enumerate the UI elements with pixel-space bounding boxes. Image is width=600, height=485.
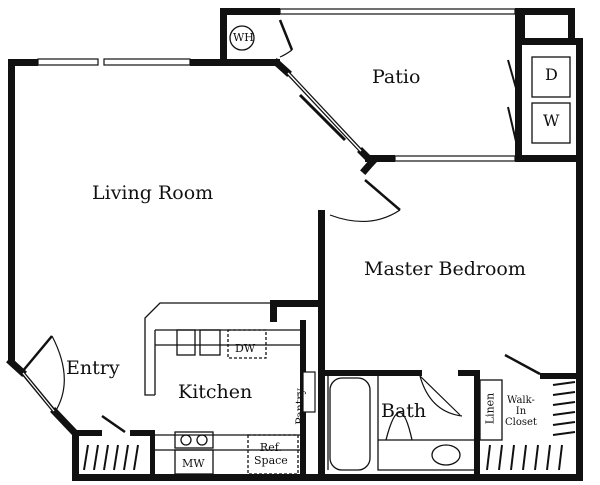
ref-line-1: Ref. — [259, 441, 282, 454]
patio-label: Patio — [372, 66, 421, 88]
master-bedroom-label: Master Bedroom — [364, 258, 526, 280]
diagonal-walls — [6, 58, 377, 437]
dryer-label: D — [545, 65, 558, 84]
kitchen-label: Kitchen — [178, 381, 253, 403]
closet-line-1: Walk- — [507, 395, 535, 406]
microwave-label: MW — [182, 457, 205, 470]
water-heater-label: WH — [233, 31, 254, 44]
bath-label: Bath — [381, 400, 427, 422]
pantry-label: Pantry — [293, 388, 307, 425]
dishwasher-label: DW — [235, 342, 256, 355]
ref-line-2: Space — [254, 454, 288, 467]
closet-line-3: Closet — [505, 417, 537, 428]
living-room-label: Living Room — [92, 182, 214, 204]
windows — [37, 8, 516, 162]
closet-line-2: In — [515, 406, 527, 417]
fixtures-drawing — [144, 25, 571, 475]
doors — [20, 19, 541, 434]
ref-space-label: Ref. Space — [254, 441, 288, 467]
walk-in-closet-label: Walk- In Closet — [505, 395, 537, 428]
washer-label: W — [543, 111, 560, 130]
closet-hangers — [83, 381, 576, 471]
linen-label: Linen — [483, 392, 497, 425]
entry-label: Entry — [66, 357, 120, 379]
